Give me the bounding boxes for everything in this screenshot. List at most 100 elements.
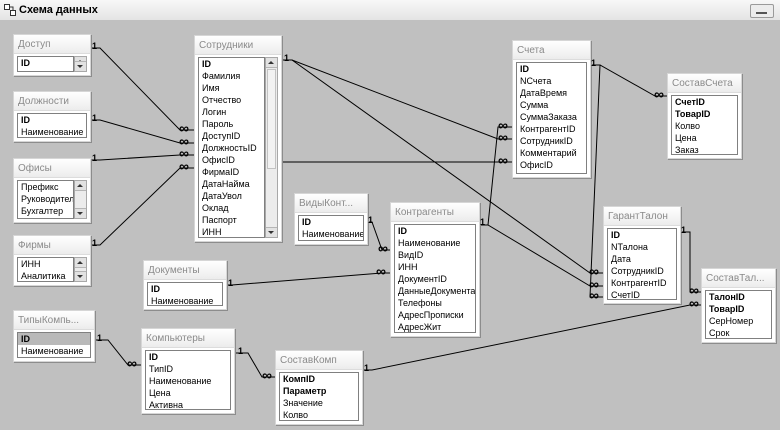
field-item[interactable]: Наименование [149, 376, 212, 386]
field-list-scrollbar[interactable] [265, 57, 278, 238]
scroll-up-icon[interactable] [75, 181, 86, 191]
table-title-bar[interactable]: Счета [513, 41, 590, 60]
relationship-line[interactable] [679, 231, 701, 293]
field-item[interactable]: Наименование [398, 238, 461, 248]
field-item[interactable]: ID [520, 64, 529, 74]
relationship-line[interactable] [233, 352, 275, 378]
field-item[interactable]: ID [21, 58, 30, 68]
field-item[interactable]: КонтрагентID [520, 124, 576, 134]
field-item[interactable]: ДатаНайма [202, 179, 250, 189]
minimize-button[interactable] [750, 4, 774, 18]
field-item[interactable]: КомпID [283, 374, 315, 384]
scroll-down-icon[interactable] [75, 208, 86, 218]
field-item[interactable]: Телефоны [398, 298, 442, 308]
table-title-bar[interactable]: СоставКомп [276, 351, 362, 370]
table-vidy-kont[interactable]: ВидыКонт... ID Наименование [294, 193, 368, 245]
field-item[interactable]: ID [151, 284, 160, 294]
field-item[interactable]: ДанныеДокумента [398, 286, 475, 296]
scroll-down-icon[interactable] [266, 227, 277, 237]
field-item[interactable]: ID [18, 333, 90, 345]
field-item[interactable]: Префикс [21, 182, 59, 192]
field-item[interactable]: ТипID [149, 364, 174, 374]
table-dokumenty[interactable]: Документы ID Наименование [143, 260, 227, 310]
field-item[interactable]: ID [149, 352, 158, 362]
field-item[interactable]: Руководитель [21, 194, 73, 204]
field-item[interactable]: NСчета [520, 76, 552, 86]
relationship-line[interactable] [90, 154, 194, 161]
table-title-bar[interactable]: Компьютеры [142, 329, 234, 348]
relationship-line[interactable] [589, 64, 603, 298]
field-list[interactable]: ID Наименование [298, 215, 364, 241]
field-item[interactable]: ИНН [202, 227, 222, 237]
field-item[interactable]: Дата [611, 254, 631, 264]
field-item[interactable]: Наименование [21, 127, 84, 137]
field-item[interactable]: ID [21, 115, 30, 125]
relationship-line[interactable] [478, 224, 603, 287]
field-item[interactable]: Цена [675, 133, 697, 143]
field-list-scrollbar[interactable] [74, 56, 87, 72]
field-item[interactable]: КонтрагентID [611, 278, 667, 288]
scroll-up-icon[interactable] [266, 58, 277, 68]
field-item[interactable]: СотрудникID [520, 136, 573, 146]
field-item[interactable]: ДатаВремя [520, 88, 568, 98]
field-item[interactable]: СотрудникID [611, 266, 664, 276]
table-title-bar[interactable]: ВидыКонт... [295, 194, 367, 213]
field-item[interactable]: АдресПрописки [398, 310, 464, 320]
field-item[interactable]: ИНН [398, 262, 418, 272]
field-item[interactable]: Паспорт [202, 215, 237, 225]
table-title-bar[interactable]: Документы [144, 261, 226, 280]
field-item[interactable]: Комментарий [520, 148, 577, 158]
field-item[interactable]: ОфисID [202, 155, 235, 165]
field-item[interactable]: СерНомер [709, 316, 754, 326]
table-title-bar[interactable]: СоставТал... [702, 269, 775, 288]
relationship-line[interactable] [225, 272, 390, 286]
field-item[interactable]: АдресЖит [398, 322, 442, 332]
field-item[interactable]: ИНН [21, 259, 41, 269]
table-title-bar[interactable]: Контрагенты [391, 203, 479, 222]
field-item[interactable]: ОфисID [520, 160, 553, 170]
field-item[interactable]: Оклад [202, 203, 229, 213]
field-item[interactable]: Наименование [302, 229, 363, 239]
field-item[interactable]: Отчество [202, 95, 242, 105]
field-item[interactable]: Пароль [202, 119, 234, 129]
field-item[interactable]: ID [398, 226, 407, 236]
field-item[interactable]: Срок [709, 328, 730, 338]
field-item[interactable]: Активна [149, 400, 183, 410]
relationship-line[interactable] [280, 59, 512, 140]
table-title-bar[interactable]: Сотрудники [195, 36, 281, 55]
field-item[interactable]: ID [202, 59, 211, 69]
field-list[interactable]: ID [17, 56, 74, 72]
field-item[interactable]: ДолжностьID [202, 143, 257, 153]
field-list-scrollbar[interactable] [74, 180, 87, 219]
field-item[interactable]: Наименование [151, 296, 214, 306]
field-item[interactable]: Параметр [283, 386, 327, 396]
field-item[interactable]: Заказ [675, 145, 699, 155]
field-item[interactable]: ТоварID [709, 304, 745, 314]
field-item[interactable]: Логин [202, 107, 227, 117]
scroll-down-icon[interactable] [75, 271, 86, 281]
field-item[interactable]: СчетID [611, 290, 640, 300]
field-item[interactable]: Имя [202, 83, 220, 93]
field-list[interactable]: ID Наименование [147, 282, 223, 306]
table-dostup[interactable]: Доступ ID [13, 34, 91, 76]
relationship-line[interactable] [280, 59, 603, 274]
field-item[interactable]: Бухгалтер [21, 206, 64, 216]
table-title-bar[interactable]: ТипыКомпь... [14, 311, 94, 330]
table-title-bar[interactable]: Доступ [14, 35, 90, 54]
table-title-bar[interactable]: СоставСчета [668, 74, 741, 93]
field-item[interactable]: ТалонID [709, 292, 745, 302]
field-item[interactable]: ID [302, 217, 311, 227]
